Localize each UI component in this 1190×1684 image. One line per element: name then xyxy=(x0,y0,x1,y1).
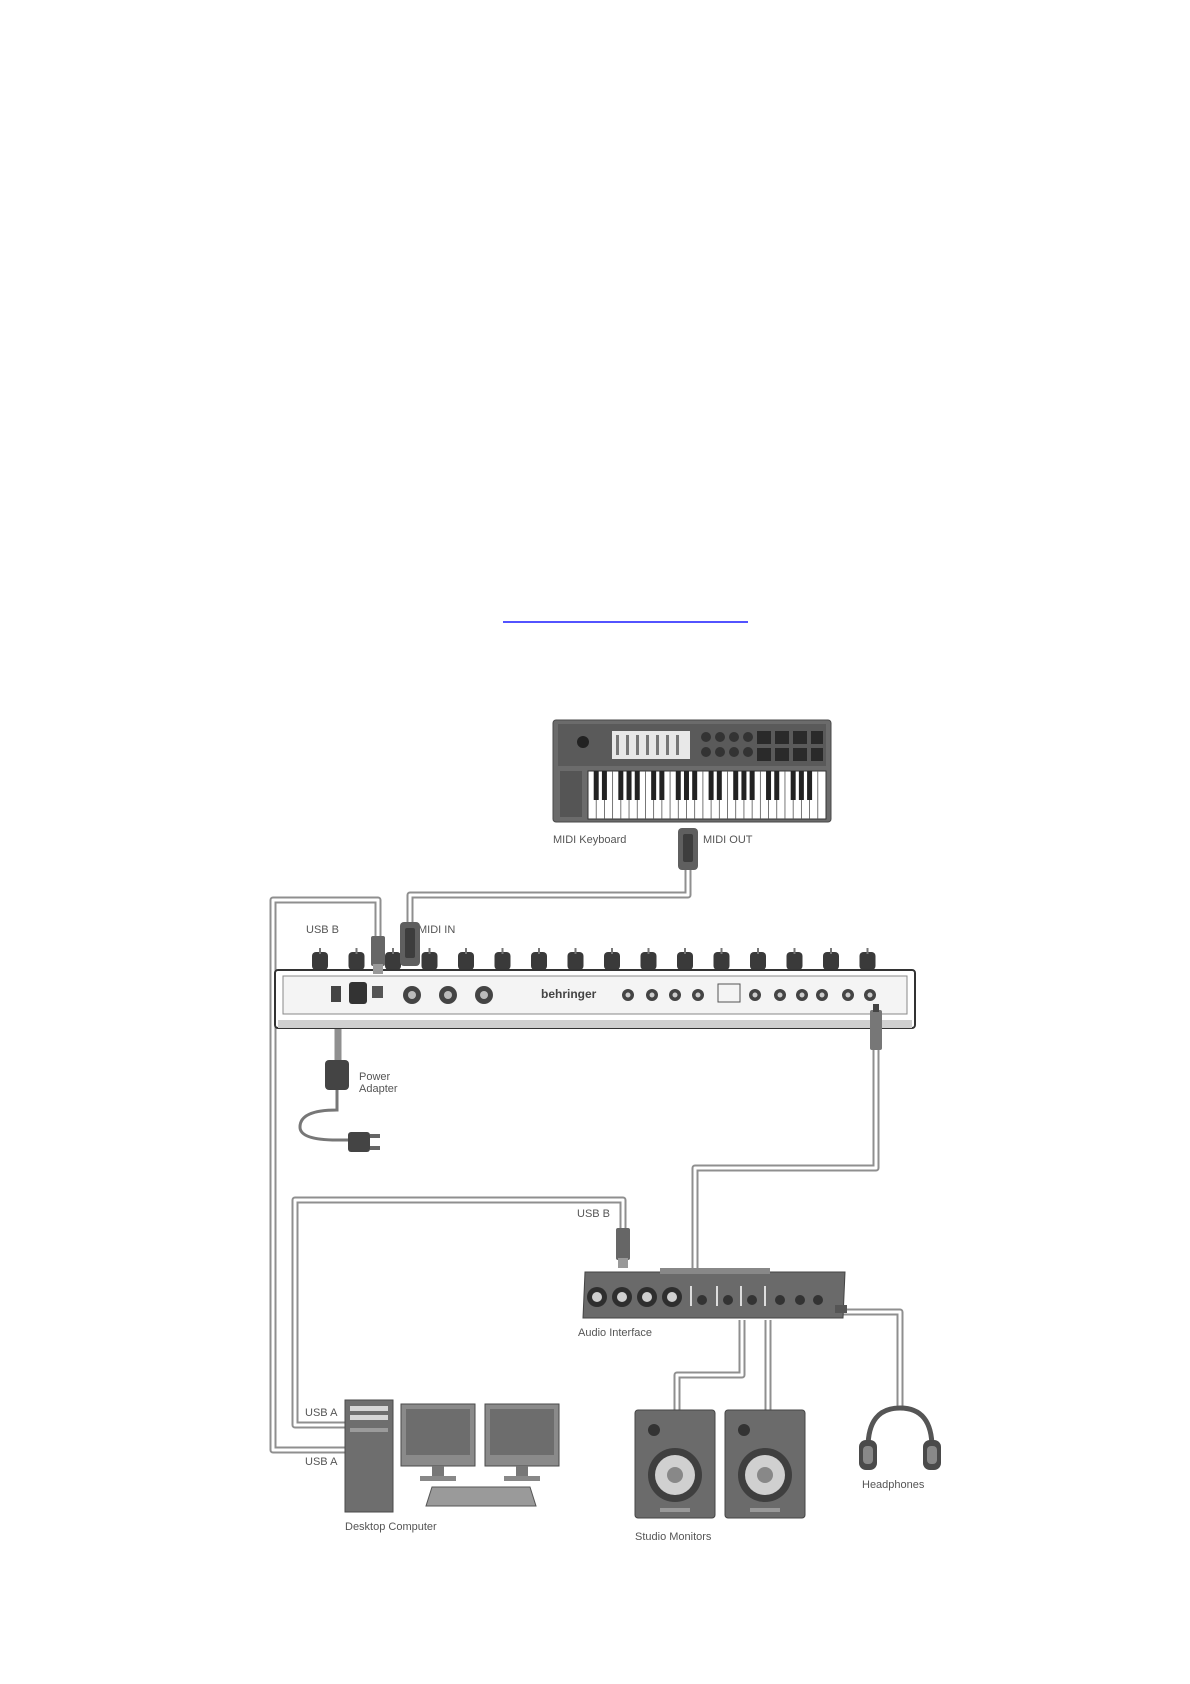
black-key xyxy=(709,771,714,800)
synth-jack-hole xyxy=(626,993,631,998)
synth-knob-indicator xyxy=(538,948,540,954)
synth-jack-hole xyxy=(753,993,758,998)
black-key xyxy=(750,771,755,800)
synth-knob-indicator xyxy=(465,948,467,954)
midi-in-plug xyxy=(400,922,420,966)
synth-knob xyxy=(495,952,511,970)
headphones xyxy=(859,1408,941,1470)
synth-knob-indicator xyxy=(392,948,394,954)
synth-jack-hole xyxy=(778,993,783,998)
synth-knob-indicator xyxy=(611,948,613,954)
synth-knob xyxy=(531,952,547,970)
black-key xyxy=(618,771,623,800)
synth-knob-indicator xyxy=(830,948,832,954)
usb-b-plug-synth xyxy=(371,936,385,974)
label-usb-b-interface: USB B xyxy=(577,1208,610,1220)
synth-jack-hole xyxy=(868,993,873,998)
monitor-cable-left xyxy=(677,1320,742,1412)
audio-cable-synth-interface-core xyxy=(695,1050,876,1272)
black-key xyxy=(741,771,746,800)
headphone-cable xyxy=(840,1312,900,1410)
synth-knob xyxy=(787,952,803,970)
label-power-adapter-line1: Power xyxy=(359,1071,391,1083)
synth-knob-indicator xyxy=(429,948,431,954)
black-key xyxy=(733,771,738,800)
black-key xyxy=(602,771,607,800)
midi-out-plug xyxy=(678,828,698,870)
synth-brand: behringer xyxy=(541,987,597,1001)
label-usb-a-1: USB A xyxy=(305,1407,338,1419)
synth-knob xyxy=(349,952,365,970)
synth-knob-indicator xyxy=(319,948,321,954)
synth-knob-indicator xyxy=(648,948,650,954)
synth-knob xyxy=(568,952,584,970)
black-key xyxy=(659,771,664,800)
synth-knob xyxy=(750,952,766,970)
label-midi-in: MIDI IN xyxy=(418,924,455,936)
midi-keyboard xyxy=(553,720,831,822)
synth-knob xyxy=(458,952,474,970)
black-key xyxy=(635,771,640,800)
synth-jack-hole xyxy=(696,993,701,998)
black-key xyxy=(676,771,681,800)
label-audio-interface: Audio Interface xyxy=(578,1327,652,1339)
label-midi-out: MIDI OUT xyxy=(703,834,753,846)
audio-interface xyxy=(583,1268,847,1318)
synth-knob xyxy=(604,952,620,970)
studio-monitor-right xyxy=(725,1410,805,1518)
black-key xyxy=(627,771,632,800)
synth-knob-indicator xyxy=(684,948,686,954)
synth-knob-indicator xyxy=(867,948,869,954)
label-usb-a-2: USB A xyxy=(305,1456,338,1468)
synth-knob xyxy=(422,952,438,970)
headphone-cable-core xyxy=(840,1312,900,1410)
synth-jack-hole xyxy=(820,993,825,998)
synth-knob-indicator xyxy=(502,948,504,954)
label-studio-monitors: Studio Monitors xyxy=(635,1531,712,1543)
midi-cable-core xyxy=(410,868,688,925)
black-key xyxy=(717,771,722,800)
synth-knob xyxy=(714,952,730,970)
black-key xyxy=(799,771,804,800)
studio-monitor-left xyxy=(635,1410,715,1518)
synth-knob xyxy=(312,952,328,970)
label-desktop-computer: Desktop Computer xyxy=(345,1521,437,1533)
synth-knob xyxy=(677,952,693,970)
synth-jack-hole xyxy=(673,993,678,998)
synth-knob xyxy=(860,952,876,970)
synth-knob xyxy=(823,952,839,970)
black-key xyxy=(791,771,796,800)
synth-jack-hole xyxy=(650,993,655,998)
synth-knob-indicator xyxy=(575,948,577,954)
monitor-cable-left-core xyxy=(677,1320,742,1412)
synth-knob xyxy=(641,952,657,970)
synth-knob-indicator xyxy=(721,948,723,954)
black-key xyxy=(807,771,812,800)
label-headphones: Headphones xyxy=(862,1479,925,1491)
label-usb-b-synth: USB B xyxy=(306,924,339,936)
synth-knob-indicator xyxy=(757,948,759,954)
audio-cable-synth-interface xyxy=(695,1050,876,1272)
desktop-computer xyxy=(345,1400,559,1512)
synth-output-plug xyxy=(870,1004,882,1050)
synth-jack-hole xyxy=(846,993,851,998)
black-key xyxy=(684,771,689,800)
label-midi-keyboard: MIDI Keyboard xyxy=(553,834,626,846)
synth-jack-hole xyxy=(800,993,805,998)
cables xyxy=(273,868,900,1450)
black-key xyxy=(651,771,656,800)
black-key xyxy=(594,771,599,800)
synth-knob xyxy=(385,952,401,970)
usb-b-plug-interface xyxy=(616,1228,630,1268)
synth-knob-indicator xyxy=(794,948,796,954)
synth-knobs xyxy=(312,948,876,970)
usb-cable-interface-computer-core xyxy=(295,1200,623,1425)
black-key xyxy=(774,771,779,800)
synth-knob-indicator xyxy=(356,948,358,954)
usb-cable-interface-computer xyxy=(295,1200,623,1425)
label-power-adapter-line2: Adapter xyxy=(359,1083,398,1095)
black-key xyxy=(692,771,697,800)
black-key xyxy=(766,771,771,800)
